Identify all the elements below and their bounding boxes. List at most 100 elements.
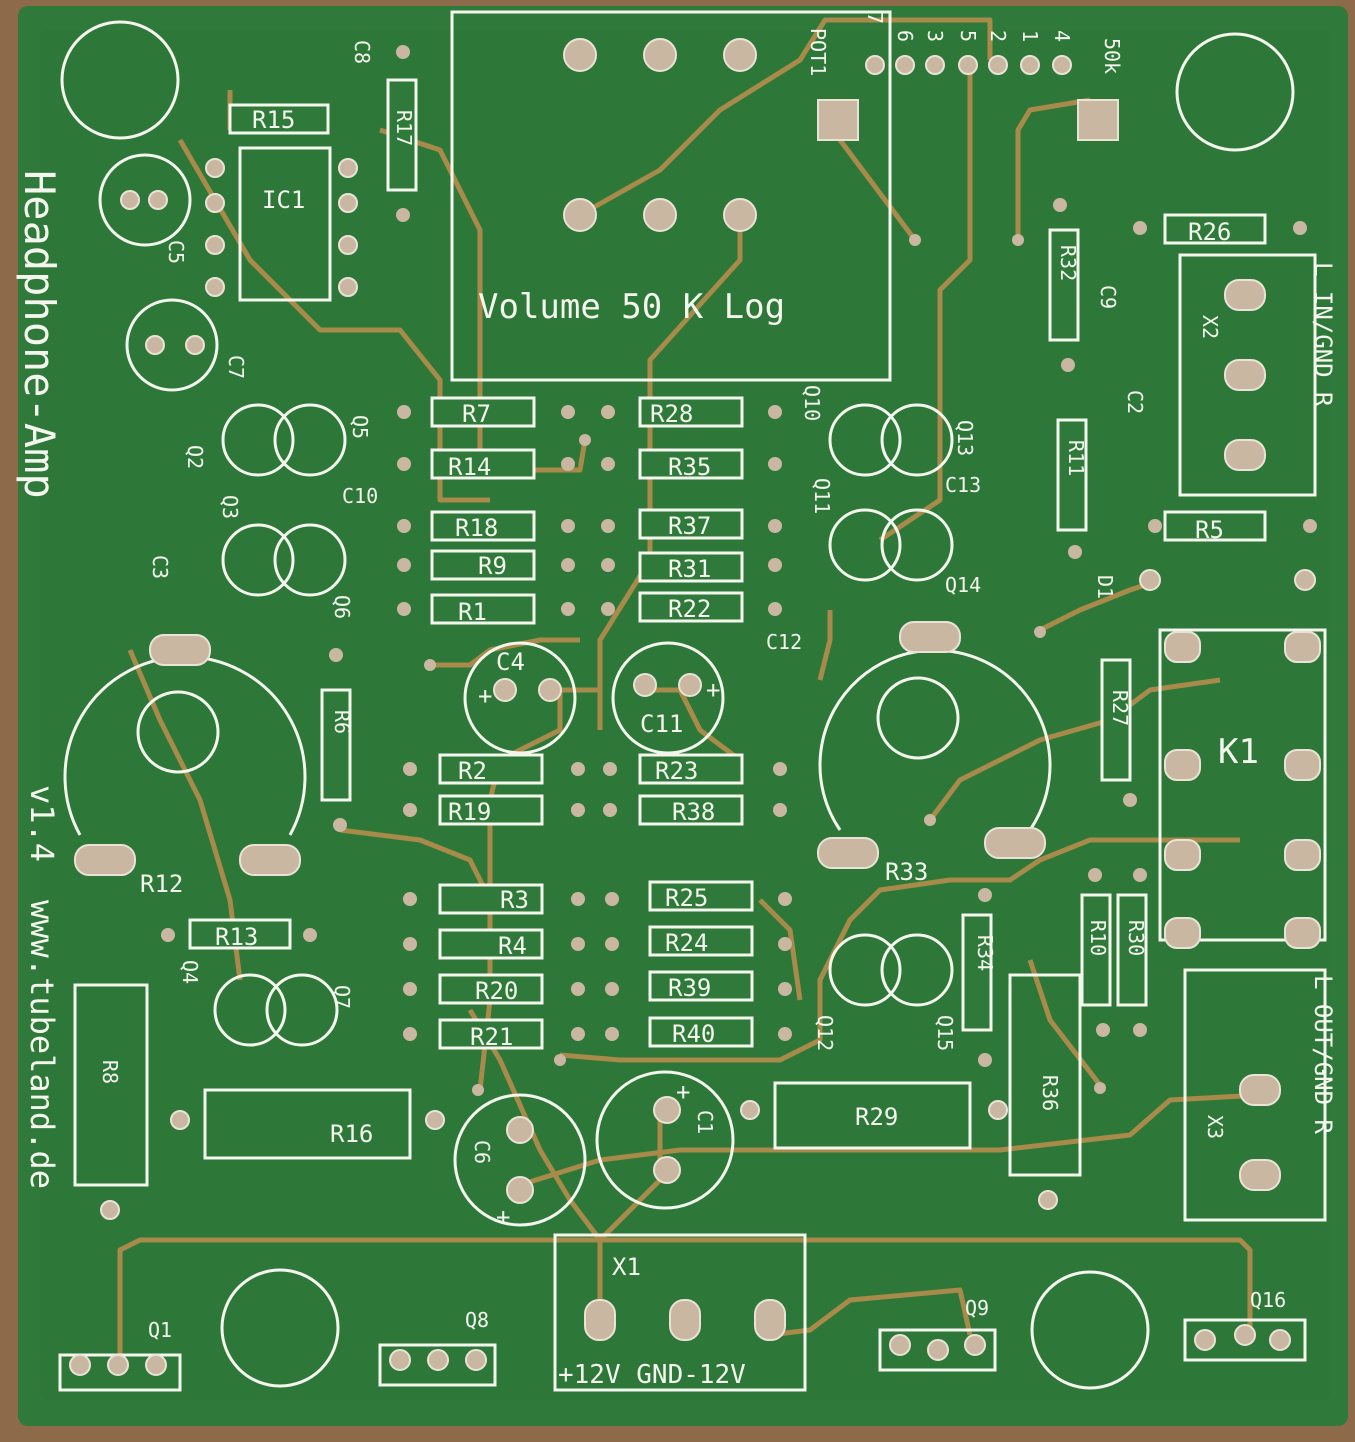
board-title: Headphone-Amp: [15, 170, 64, 499]
r21-label: R21: [470, 1023, 514, 1051]
r29-label: R29: [855, 1103, 899, 1131]
pot1-label: POT1: [806, 28, 830, 77]
r34-label: R34: [973, 935, 997, 972]
r20-label: R20: [475, 977, 519, 1005]
input-connector-label: L IN/GND R: [1309, 262, 1337, 407]
x2-label: X2: [1198, 315, 1222, 340]
q4-label: Q4: [178, 960, 202, 985]
c5-label: C5: [164, 240, 188, 265]
q6-label: Q6: [330, 595, 354, 620]
c11-label: C11: [640, 710, 684, 738]
volume-pot-outline: [450, 10, 892, 382]
d1-label: D1: [1093, 575, 1117, 600]
r3-label: R3: [500, 886, 529, 914]
pot-value-label: 50k: [1100, 38, 1124, 75]
pads: [69, 38, 1321, 1376]
r27-label: R27: [1108, 690, 1132, 727]
c13-label: C13: [945, 473, 982, 497]
q7-label: Q7: [330, 985, 354, 1010]
c4-label: C4: [496, 648, 525, 676]
q16-label: Q16: [1250, 1288, 1287, 1312]
output-connector-label: L OUT/GND R: [1309, 975, 1337, 1134]
q10-label: Q10: [800, 385, 824, 422]
r17-label: R17: [392, 110, 416, 147]
q12-label: Q12: [813, 1015, 837, 1052]
q3-label: Q3: [218, 495, 242, 520]
r19-label: R19: [448, 798, 492, 826]
q2-label: Q2: [183, 445, 207, 470]
r33-label: R33: [885, 858, 929, 886]
header-pin-label: 2: [986, 30, 1010, 43]
resistor-bodies: [188, 78, 1267, 1050]
r24-label: R24: [665, 929, 709, 957]
c1-outline: [595, 1070, 735, 1210]
header-pin-label: 1: [1018, 30, 1042, 43]
r37-label: R37: [668, 512, 712, 540]
r18-label: R18: [455, 514, 499, 542]
r22-label: R22: [668, 595, 712, 623]
c6-label: C6: [470, 1140, 494, 1165]
c4-plus: +: [478, 682, 493, 710]
r13-label: R13: [215, 923, 259, 951]
q15-label: Q15: [933, 1015, 957, 1052]
silkscreen: [58, 10, 1327, 1392]
r1-label: R1: [458, 598, 487, 626]
r23-label: R23: [655, 757, 699, 785]
r2-label: R2: [458, 757, 487, 785]
c11-plus: +: [706, 676, 721, 704]
r7-label: R7: [462, 400, 491, 428]
volume-pot-label: Volume 50 K Log: [478, 287, 786, 327]
c1-plus: +: [676, 1078, 691, 1106]
c2-label: C2: [1123, 390, 1147, 415]
c8-label: C8: [350, 40, 374, 65]
x3-label: X3: [1203, 1115, 1227, 1140]
r6-label: R6: [330, 710, 354, 735]
c5-outline: [98, 153, 192, 247]
r4-label: R4: [498, 932, 527, 960]
header-pin-label: 3: [923, 30, 947, 43]
c11-outline: [611, 641, 725, 755]
r32-label: R32: [1056, 245, 1080, 282]
c10-label: C10: [342, 484, 379, 508]
q5-label: Q5: [348, 415, 372, 440]
ic1-label: IC1: [262, 186, 306, 214]
q1-label: Q1: [148, 1318, 173, 1342]
q14-label: Q14: [945, 573, 982, 597]
r5-label: R5: [1195, 516, 1224, 544]
r25-label: R25: [665, 884, 709, 912]
r8-label: R8: [98, 1060, 122, 1085]
r31-label: R31: [668, 555, 712, 583]
header-pin-label: 5: [956, 30, 980, 43]
r36-label: R36: [1038, 1075, 1062, 1112]
q9-label: Q9: [965, 1296, 990, 1320]
r10-label: R10: [1086, 920, 1110, 957]
r26-label: R26: [1188, 218, 1232, 246]
c6-plus: +: [496, 1203, 511, 1231]
q8-label: Q8: [465, 1308, 490, 1332]
r12-label: R12: [140, 870, 184, 898]
r11-label: R11: [1064, 440, 1088, 477]
c1-label: C1: [693, 1110, 717, 1135]
r9-label: R9: [478, 552, 507, 580]
power-connector-label: +12V GND-12V: [558, 1360, 746, 1390]
r40-label: R40: [672, 1020, 716, 1048]
r38-label: R38: [672, 798, 716, 826]
r35-label: R35: [668, 453, 712, 481]
c7-outline: [125, 298, 219, 392]
c3-label: C3: [148, 555, 172, 580]
k1-label: K1: [1218, 732, 1259, 772]
board-version: v1.4: [23, 785, 61, 863]
r28-label: R28: [650, 400, 694, 428]
c9-label: C9: [1096, 285, 1120, 310]
header-pin-label: 6: [893, 30, 917, 43]
c6-outline: [453, 1093, 587, 1227]
r39-label: R39: [668, 974, 712, 1002]
q13-label: Q13: [953, 420, 977, 457]
c12-label: C12: [766, 630, 803, 654]
header-pin-label: 4: [1050, 30, 1074, 43]
r15-label: R15: [252, 106, 296, 134]
q11-label: Q11: [810, 478, 834, 515]
vias: [161, 45, 1317, 1096]
